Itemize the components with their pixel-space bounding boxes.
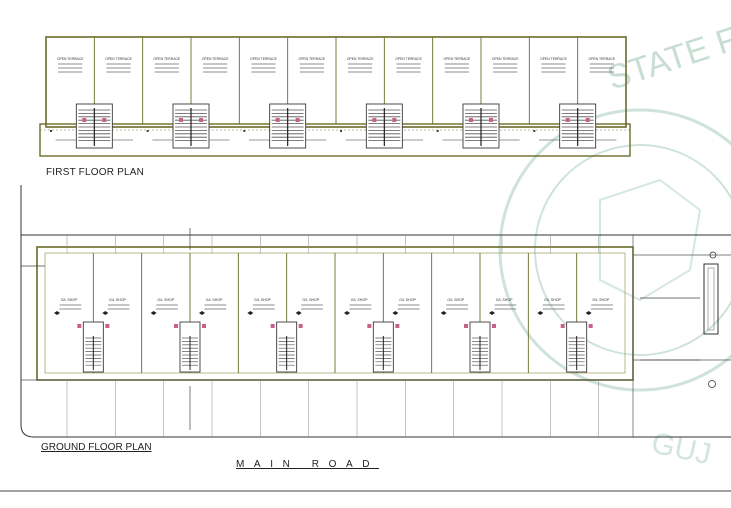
main-road-label: MAIN ROAD: [236, 459, 380, 470]
ground-floor-door-mark: [298, 324, 303, 328]
first-floor-door-mark: [489, 118, 493, 122]
first-floor-column: [243, 130, 246, 132]
first-floor-door-mark: [295, 118, 300, 122]
first-floor-door-mark: [392, 118, 397, 122]
level-marker: [392, 311, 399, 315]
ground-floor-door-mark: [105, 324, 110, 328]
first-floor-unit-label: OPEN TERRACE: [588, 57, 615, 61]
column-marker: [709, 251, 717, 259]
ground-floor-door-mark: [588, 324, 593, 328]
first-floor-door-mark: [565, 118, 570, 122]
first-floor-unit-label: OPEN TERRACE: [202, 57, 229, 61]
first-floor-corridor: [39, 123, 631, 157]
first-floor-column: [436, 130, 439, 132]
ground-floor-shop-label: G/L SHOP: [61, 298, 78, 302]
column-marker-2: [708, 380, 716, 388]
first-floor-column: [50, 130, 52, 132]
ground-floor-shop-label: G/L SHOP: [254, 298, 271, 302]
first-floor-door-mark: [469, 118, 473, 122]
level-marker: [54, 311, 60, 315]
first-floor-column: [146, 130, 149, 132]
ground-floor-shop-label: G/L SHOP: [496, 298, 513, 302]
ground-floor-shop-label: G/L SHOP: [302, 298, 319, 302]
level-marker: [440, 311, 447, 315]
ground-floor-shop-label: G/L SHOP: [592, 298, 609, 302]
first-floor-plan-title: FIRST FLOOR PLAN: [46, 167, 145, 178]
ground-floor-door-mark: [560, 324, 565, 328]
ground-floor-door-mark: [464, 324, 468, 328]
first-floor-door-mark: [372, 118, 377, 122]
level-marker: [344, 311, 350, 315]
first-floor-unit-label: OPEN TERRACE: [347, 57, 374, 61]
first-floor-unit-label: OPEN TERRACE: [395, 57, 422, 61]
ground-floor-door-mark: [174, 324, 178, 328]
level-marker: [537, 311, 544, 315]
ground-floor-shop-label: G/L SHOP: [351, 298, 368, 302]
stamp-text-2: GUJ: [649, 427, 715, 472]
first-floor-door-mark: [199, 118, 203, 122]
ground-floor-shop-label: G/L SHOP: [399, 298, 416, 302]
first-floor-unit-label: OPEN TERRACE: [250, 57, 277, 61]
stamp-inner-ring: [534, 144, 731, 356]
first-floor-plan: OPEN TERRACE OPEN TERRACE OPEN TERRACE OPEN…: [39, 36, 631, 157]
ground-floor-door-mark: [202, 324, 206, 328]
first-floor-unit-label: OPEN TERRACE: [298, 57, 325, 61]
ground-floor-door-mark: [77, 324, 82, 328]
stamp-map-shape: [599, 178, 702, 302]
ground-floor-plan: G/L SHOP G/L SHOP G/L SHOP G/L SHOP G/L SHOP…: [20, 185, 731, 438]
level-marker: [295, 311, 302, 315]
ground-floor-door-mark: [270, 324, 275, 328]
stamp-text: STATE F: [603, 20, 731, 98]
first-floor-door-mark: [275, 118, 280, 122]
ground-floor-shop-label: G/L SHOP: [109, 298, 126, 302]
stamp-outer-ring: [498, 108, 731, 392]
dimension-lines: [21, 228, 700, 430]
level-marker: [102, 311, 109, 315]
ground-floor-door-mark: [492, 324, 496, 328]
first-floor-door-mark: [82, 118, 87, 122]
ground-floor-shop-label: G/L SHOP: [447, 298, 464, 302]
first-floor-unit-label: OPEN TERRACE: [540, 57, 567, 61]
ground-floor-shop-label: G/L SHOP: [157, 298, 174, 302]
level-marker: [489, 311, 495, 315]
first-floor-unit-label: OPEN TERRACE: [57, 57, 84, 61]
first-floor-door-mark: [102, 118, 107, 122]
level-marker: [199, 311, 205, 315]
entry-gate: [703, 263, 719, 335]
ground-floor-plan-title: GROUND FLOOR PLAN: [41, 442, 152, 453]
ground-floor-door-mark: [367, 324, 372, 328]
seal-stamp: STATE F GUJ: [498, 20, 731, 472]
first-floor-door-mark: [585, 118, 590, 122]
first-floor-unit-label: OPEN TERRACE: [492, 57, 519, 61]
first-floor-unit-label: OPEN TERRACE: [105, 57, 132, 61]
first-floor-column: [340, 130, 342, 132]
ground-floor-shop-label: G/L SHOP: [206, 298, 223, 302]
level-marker: [247, 311, 254, 315]
first-floor-unit-label: OPEN TERRACE: [153, 57, 180, 61]
level-marker: [585, 311, 592, 315]
entry-gate-inner: [707, 267, 715, 331]
ground-floor-door-mark: [395, 324, 400, 328]
first-floor-unit-label: OPEN TERRACE: [443, 57, 470, 61]
first-floor-column: [533, 130, 536, 132]
site-boundary-curve: [20, 424, 731, 438]
first-floor-door-mark: [179, 118, 183, 122]
level-marker: [150, 311, 157, 315]
ground-floor-shop-label: G/L SHOP: [544, 298, 561, 302]
